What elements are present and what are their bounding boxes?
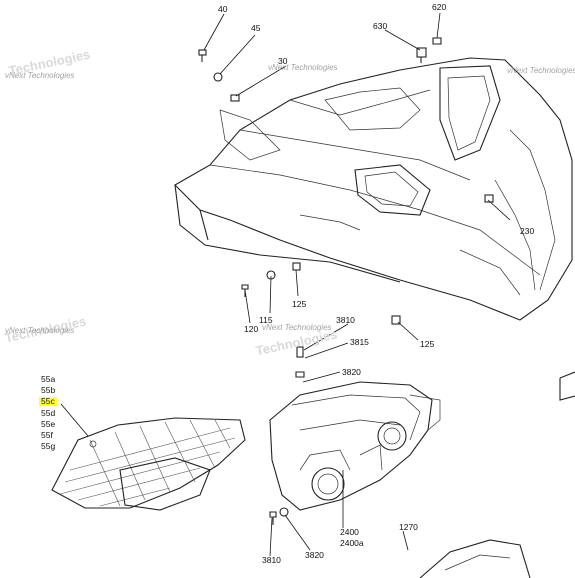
callout-3820-lower[interactable]: 3820 bbox=[305, 550, 324, 560]
fasteners bbox=[198, 37, 494, 525]
headlight-assembly bbox=[269, 381, 441, 511]
part-55d[interactable]: 55d bbox=[41, 407, 56, 418]
part-55g[interactable]: 55g bbox=[41, 441, 56, 452]
watermark: vNext Technologies bbox=[507, 66, 575, 75]
hood-panel bbox=[174, 57, 573, 321]
callout-30[interactable]: 30 bbox=[278, 56, 288, 66]
watermark: vNext Technologies bbox=[5, 71, 75, 80]
grille-part-list: 55a 55b 55c 55d 55e 55f 55g bbox=[39, 374, 58, 453]
callout-125-right[interactable]: 125 bbox=[420, 339, 435, 349]
callout-3820[interactable]: 3820 bbox=[342, 367, 361, 377]
part-55e[interactable]: 55e bbox=[41, 418, 56, 429]
callout-120[interactable]: 120 bbox=[244, 324, 259, 334]
callout-45[interactable]: 45 bbox=[251, 23, 261, 33]
callout-3810[interactable]: 3810 bbox=[336, 315, 355, 325]
callout-1270[interactable]: 1270 bbox=[399, 522, 418, 532]
callout-630[interactable]: 630 bbox=[373, 21, 388, 31]
leader-lines bbox=[60, 12, 511, 557]
right-bracket-partial bbox=[559, 371, 575, 401]
grille-panel bbox=[51, 417, 246, 511]
watermark: vNext Technologies bbox=[268, 63, 338, 72]
callout-115[interactable]: 115 bbox=[259, 315, 273, 325]
part-55b[interactable]: 55b bbox=[41, 385, 56, 396]
callout-40[interactable]: 40 bbox=[218, 4, 228, 14]
lower-panel-partial bbox=[419, 539, 531, 578]
callout-3810-lower[interactable]: 3810 bbox=[262, 555, 281, 565]
part-55f[interactable]: 55f bbox=[41, 429, 53, 440]
callout-125[interactable]: 125 bbox=[292, 299, 307, 309]
part-55c-highlighted[interactable]: 55c bbox=[39, 397, 58, 406]
callout-2400[interactable]: 2400 bbox=[340, 527, 359, 537]
watermark: vNext Technologies bbox=[262, 323, 332, 332]
callout-230[interactable]: 230 bbox=[520, 226, 535, 236]
part-55a[interactable]: 55a bbox=[41, 374, 56, 384]
callout-3815[interactable]: 3815 bbox=[350, 337, 369, 347]
callout-2400a[interactable]: 2400a bbox=[340, 538, 364, 548]
watermark: vNext Technologies bbox=[5, 326, 75, 335]
callout-620[interactable]: 620 bbox=[432, 2, 447, 12]
